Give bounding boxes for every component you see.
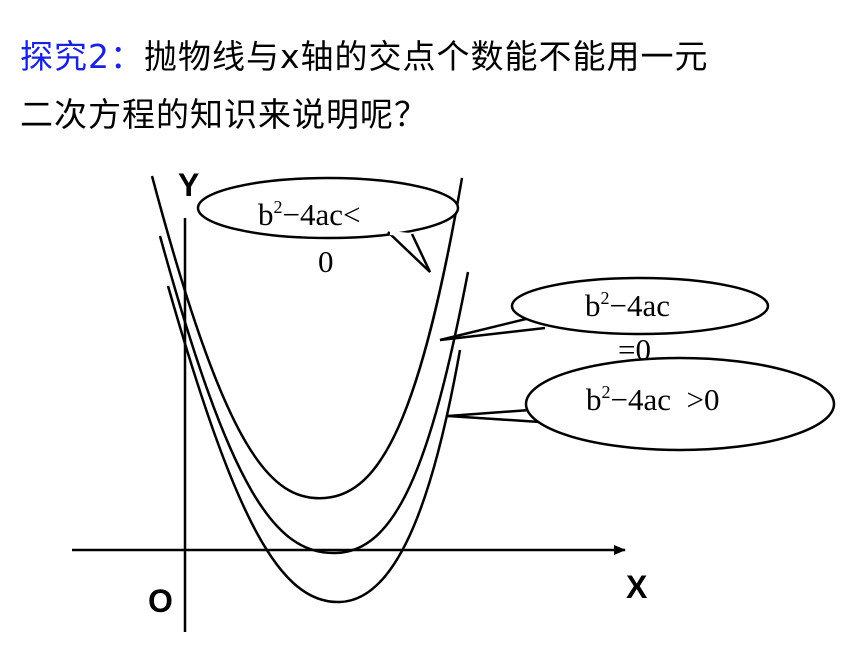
origin-label: O: [148, 583, 173, 619]
parabola-no-root: [150, 175, 464, 500]
parabola-two-roots: [166, 285, 462, 604]
callout-zero-text: b2−4ac: [585, 288, 670, 323]
callout-discriminant-negative: b2−4ac< 0: [196, 176, 460, 279]
x-axis-label: X: [626, 569, 648, 605]
callout-discriminant-positive: b2−4ac >0: [447, 356, 836, 452]
title-line-2: 二次方程的知识来说明呢？: [20, 95, 428, 134]
callout-negative-line2: 0: [318, 244, 334, 279]
slide-title: 探究2：抛物线与x轴的交点个数能不能用一元 二次方程的知识来说明呢？: [20, 28, 840, 144]
title-line-1-text: 抛物线与x轴的交点个数能不能用一元: [144, 37, 709, 76]
title-line-1: 探究2：抛物线与x轴的交点个数能不能用一元: [20, 28, 840, 86]
parabola-one-root: [158, 235, 470, 555]
callout-negative-text: b2−4ac<: [258, 197, 360, 232]
title-lead: 探究2：: [20, 37, 144, 76]
callout-positive-text: b2−4ac >0: [586, 382, 719, 417]
y-axis-label: Y: [178, 167, 199, 203]
callout-discriminant-zero: b2−4ac =0: [439, 276, 770, 367]
